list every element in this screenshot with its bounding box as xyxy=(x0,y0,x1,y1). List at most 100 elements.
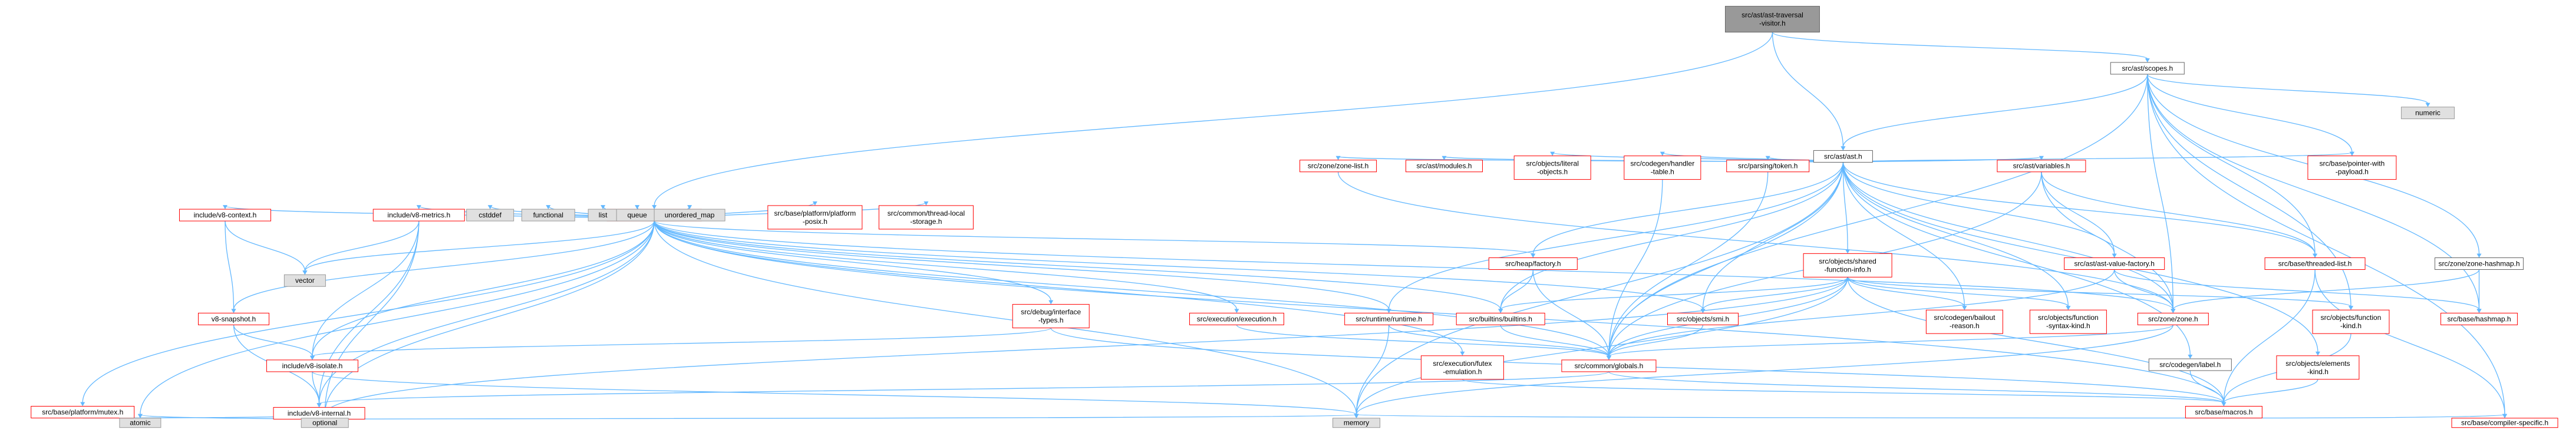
node-execution[interactable]: src/execution/execution.h xyxy=(1189,312,1284,325)
node-platformposix[interactable]: src/base/platform/platform-posix.h xyxy=(767,205,863,230)
edge-threadedlist-to-macros xyxy=(2223,269,2316,403)
node-label-threadlocal-0: src/common/thread-local xyxy=(888,209,965,217)
node-label-futexemu-0: src/execution/futex xyxy=(1433,359,1492,368)
node-root[interactable]: src/ast/ast-traversal-visitor.h xyxy=(1724,6,1820,33)
node-label-threadlocal-1: -storage.h xyxy=(910,217,942,226)
node-sharedfuncinfo[interactable]: src/objects/shared-function-info.h xyxy=(1803,253,1892,277)
node-box-ast xyxy=(1813,150,1873,163)
node-threadedlist[interactable]: src/base/threaded-list.h xyxy=(2264,257,2366,270)
arrowhead-isolate-to-debuginterface xyxy=(1048,300,1054,305)
node-box-funcsyntax xyxy=(2029,309,2107,334)
edge-ast-to-memory xyxy=(1355,162,1844,415)
edge-token-to-globals xyxy=(1608,171,1769,356)
node-label-literal-1: -objects.h xyxy=(1537,168,1568,176)
node-label-vector-0: vector xyxy=(295,276,315,285)
node-label-smi-0: src/objects/smi.h xyxy=(1677,315,1729,323)
edge-ast-to-funcsyntax xyxy=(1842,162,2069,307)
node-v8snapshot[interactable]: v8-snapshot.h xyxy=(197,312,269,325)
node-elementskind[interactable]: src/objects/elements-kind.h xyxy=(2276,355,2360,380)
edge-ast-to-builtins xyxy=(1500,162,1844,310)
node-debuginterface[interactable]: src/debug/interface-types.h xyxy=(1012,304,1090,329)
node-label-runtime-0: src/runtime/runtime.h xyxy=(1355,315,1422,323)
node-label-v8snapshot-0: v8-snapshot.h xyxy=(212,315,256,323)
node-box-mutex xyxy=(31,406,135,419)
node-label-bailout-1: -reason.h xyxy=(1950,322,1980,330)
node-label-handlertable-1: -table.h xyxy=(1651,168,1674,176)
node-zonehashmap[interactable]: src/zone/zone-hashmap.h xyxy=(2435,257,2524,270)
node-threadlocal[interactable]: src/common/thread-local-storage.h xyxy=(878,205,974,230)
node-smi[interactable]: src/objects/smi.h xyxy=(1667,312,1739,325)
node-compilerspecific[interactable]: src/base/compiler-specific.h xyxy=(2451,418,2558,428)
edge-heapfactory-to-globals xyxy=(1532,269,1609,356)
node-zone[interactable]: src/zone/zone.h xyxy=(2137,312,2209,325)
node-label-hashmap-0: src/base/hashmap.h xyxy=(2448,315,2511,323)
edge-isolate-to-v8isolate xyxy=(312,221,655,356)
node-funckind[interactable]: src/objects/function-kind.h xyxy=(2312,309,2390,334)
edge-variables-to-threadedlist xyxy=(2041,171,2316,255)
node-box-elementskind xyxy=(2276,355,2360,380)
node-label-macros-0: src/base/macros.h xyxy=(2195,408,2252,417)
node-futexemu[interactable]: src/execution/futex-emulation.h xyxy=(1420,355,1504,380)
arrowhead-isolate-to-list xyxy=(601,205,606,210)
arrowhead-v8metrics-to-vector xyxy=(302,270,308,275)
node-v8internal[interactable]: include/v8-internal.h xyxy=(273,407,365,419)
node-box-futexemu xyxy=(1420,355,1504,380)
edge-sharedfuncinfo-to-funcsyntax xyxy=(1847,277,2069,307)
edge-astvaluefactory-to-globals xyxy=(1608,269,2115,356)
edge-handlertable-to-globals xyxy=(1608,179,1663,356)
node-ast[interactable]: src/ast/ast.h xyxy=(1813,150,1873,163)
node-literal[interactable]: src/objects/literal-objects.h xyxy=(1513,156,1591,180)
node-v8context[interactable]: include/v8-context.h xyxy=(179,209,271,222)
node-box-vector xyxy=(283,274,326,287)
edge-isolate-to-globals xyxy=(654,221,1609,356)
node-box-sharedfuncinfo xyxy=(1803,253,1892,277)
edge-isolate-to-mutex xyxy=(82,221,655,403)
arrowhead-isolate-to-unorderedmap xyxy=(687,205,692,210)
node-mutex[interactable]: src/base/platform/mutex.h xyxy=(31,406,135,419)
arrowhead-zonehashmap-to-zone xyxy=(2171,309,2176,313)
node-modules[interactable]: src/ast/modules.h xyxy=(1405,160,1483,173)
node-box-v8metrics xyxy=(372,209,465,222)
node-token[interactable]: src/parsing/token.h xyxy=(1726,160,1810,173)
node-label-queue-0: queue xyxy=(627,211,647,219)
edge-ast-to-bailout xyxy=(1842,162,1965,307)
edge-threadedlist-to-compilerspecific xyxy=(2314,269,2505,415)
node-scopes[interactable]: src/ast/scopes.h xyxy=(2110,62,2185,75)
node-v8metrics[interactable]: include/v8-metrics.h xyxy=(372,209,465,222)
node-handlertable[interactable]: src/codegen/handler-table.h xyxy=(1624,156,1701,180)
node-globals[interactable]: src/common/globals.h xyxy=(1561,359,1657,372)
node-label-globals-0: src/common/globals.h xyxy=(1575,362,1644,370)
node-label-zone-0: src/zone/zone.h xyxy=(2148,315,2198,323)
node-heapfactory[interactable]: src/heap/factory.h xyxy=(1488,257,1578,270)
node-box-runtime xyxy=(1344,312,1434,325)
node-label[interactable]: src/codegen/label.h xyxy=(2148,358,2232,371)
node-label-elementskind-0: src/objects/elements xyxy=(2285,359,2350,368)
node-funcsyntax[interactable]: src/objects/function-syntax-kind.h xyxy=(2029,309,2107,334)
edge-smi-to-globals xyxy=(1608,325,1704,357)
node-box-compilerspecific xyxy=(2451,418,2558,428)
edge-v8isolate-to-v8internal xyxy=(312,371,320,404)
edge-ast-to-runtime xyxy=(1388,162,1844,310)
node-hashmap[interactable]: src/base/hashmap.h xyxy=(2440,312,2518,325)
node-builtins[interactable]: src/builtins/builtins.h xyxy=(1456,312,1545,325)
node-label-pointerpayload-1: -payload.h xyxy=(2336,168,2369,176)
node-zonelist[interactable]: src/zone/zone-list.h xyxy=(1299,160,1377,173)
node-label-root-1: -visitor.h xyxy=(1759,19,1786,28)
node-runtime[interactable]: src/runtime/runtime.h xyxy=(1344,312,1434,325)
node-bailout[interactable]: src/codegen/bailout-reason.h xyxy=(1925,309,2003,334)
node-macros[interactable]: src/base/macros.h xyxy=(2185,406,2262,419)
node-astvaluefactory[interactable]: src/ast/ast-value-factory.h xyxy=(2064,257,2165,270)
edge-v8isolate-to-memory xyxy=(312,371,1357,415)
node-label-threadedlist-0: src/base/threaded-list.h xyxy=(2278,259,2352,267)
edge-sharedfuncinfo-to-funckind xyxy=(1847,276,2351,307)
node-pointerpayload[interactable]: src/base/pointer-with-payload.h xyxy=(2307,156,2397,180)
node-variables[interactable]: src/ast/variables.h xyxy=(1997,160,2086,173)
edge-macros-to-compilerspecific xyxy=(2224,414,2505,419)
node-functional: functional xyxy=(521,209,575,222)
arrowhead-isolate-to-platformposix xyxy=(812,201,817,206)
node-label-mutex-0: src/base/platform/mutex.h xyxy=(42,408,123,417)
node-v8isolate[interactable]: include/v8-isolate.h xyxy=(266,359,358,372)
arrowhead-isolate-to-functional xyxy=(546,205,551,210)
node-label-token-0: src/parsing/token.h xyxy=(1738,162,1797,170)
